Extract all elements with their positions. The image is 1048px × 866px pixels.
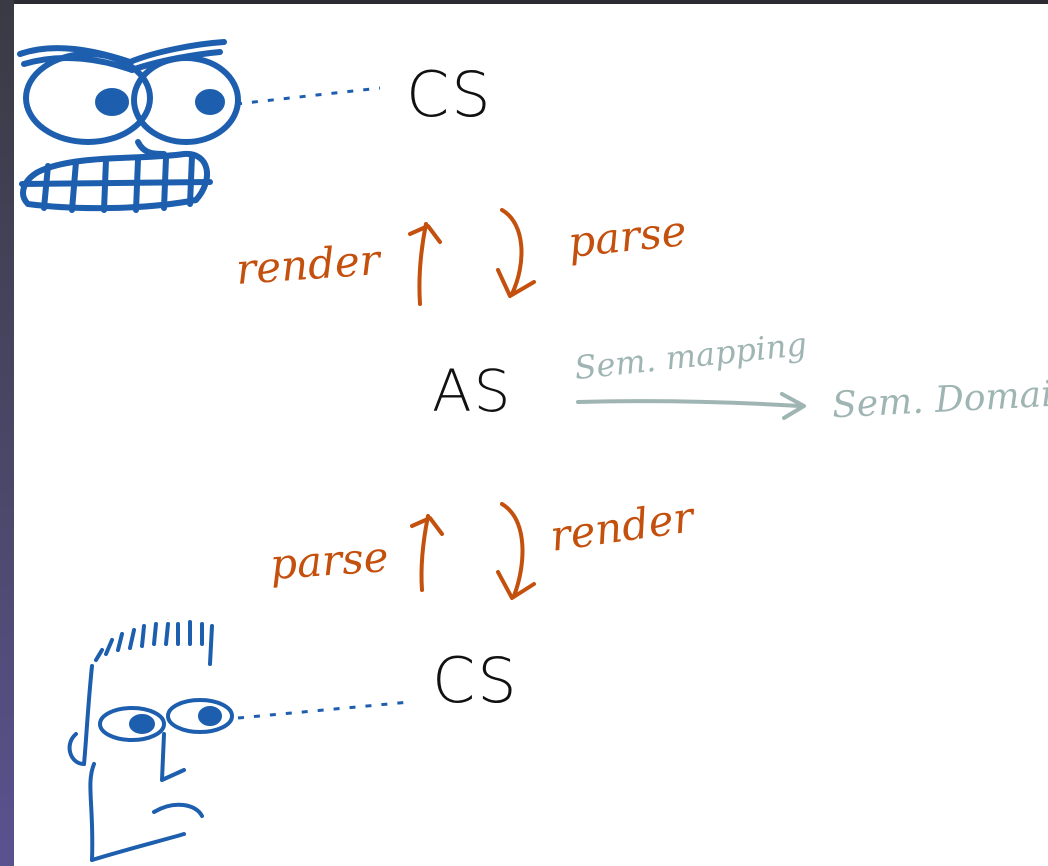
plain-face-sketch — [67, 620, 234, 862]
sight-line-top — [235, 86, 381, 106]
concrete-syntax-bottom-label: CS — [432, 644, 519, 717]
sketch-layer — [17, 39, 806, 862]
sight-line-bottom — [237, 700, 411, 720]
arrow-parse-up-bottom — [410, 514, 444, 592]
render-label-top: render — [234, 235, 382, 294]
abstract-syntax-label: AS — [432, 357, 513, 425]
arrow-render-down-bottom — [496, 502, 536, 600]
concrete-syntax-top-label: CS — [406, 58, 493, 131]
arrow-parse-down-top — [496, 208, 536, 298]
arrow-render-up-top — [408, 222, 442, 306]
parse-label-top: parse — [565, 205, 689, 268]
parse-label-bottom: parse — [268, 531, 390, 590]
drawing-canvas: CS render parse AS Sem. mapping Sem. Dom… — [14, 4, 1048, 866]
angry-face-sketch — [17, 39, 241, 213]
window-side-strip — [0, 0, 14, 866]
semantic-mapping-arrow — [576, 392, 806, 420]
